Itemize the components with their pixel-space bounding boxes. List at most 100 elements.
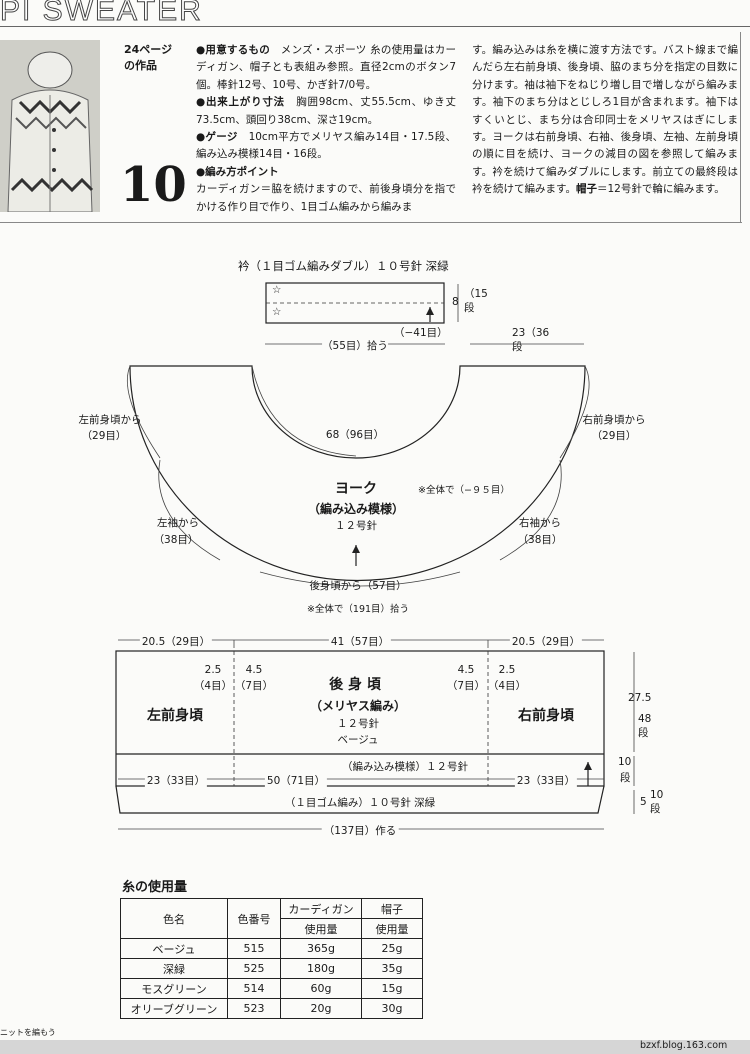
instructions-column-2: す。編み込みは糸を横に渡す方法です。バスト線まで編んだら左右前身頃、後身頃、脇の… [472, 42, 738, 199]
body-top-left: 20.5（29目） [139, 634, 213, 649]
gusset-left-outer-sts: （4目） [193, 680, 233, 692]
yarn-hat: 25g [361, 938, 423, 959]
collar-decrease: （−41目） [394, 327, 448, 339]
yarn-header-color: 色名 [120, 898, 228, 939]
back-color: ベージュ [337, 734, 379, 746]
fair-isle-band: （編み込み模様）１２号針 [342, 761, 468, 773]
yoke-left-front-sts: （29目） [81, 430, 127, 442]
yoke-total-decrease: ※全体で（−９５目） [418, 485, 510, 496]
body-top-mid: 41（57目） [328, 634, 392, 649]
back-stitch: （メリヤス編み） [309, 699, 407, 713]
yarn-number: 515 [227, 938, 281, 959]
yarn-color: 深緑 [120, 958, 228, 979]
yarn-cardigan: 60g [280, 978, 362, 999]
body-bottom-right: 23（33目） [514, 773, 578, 788]
gusset-left-inner: 4.5 [245, 664, 263, 676]
frame-bottom [0, 222, 742, 223]
yarn-header-usage: 使用量 [280, 918, 362, 939]
yarn-color: ベージュ [120, 938, 228, 959]
yoke-left-front: 左前身頃から [78, 414, 142, 426]
right-front-label: 右前身頃 [518, 708, 574, 724]
header-title: PI SWEATER [0, 0, 203, 28]
yoke-neck: 68（96目） [325, 429, 385, 441]
body-bottom-mid: 50（71目） [264, 773, 328, 788]
yoke-needle: １２号針 [335, 520, 377, 532]
instructions-column-1: ●用意するもの メンズ・スポーツ 糸の使用量はカーディガン、帽子とも表組み参照。… [196, 42, 456, 216]
height-main: 27.5 [628, 692, 652, 704]
yarn-number: 514 [227, 978, 281, 999]
back-needle: １２号針 [337, 718, 379, 730]
hat-text: ＝12号針で輪に編みます。 [596, 183, 725, 196]
yarn-table: 色名 色番号 カーディガン 帽子 使用量 使用量 ベージュ 515 365g 2… [120, 898, 423, 1019]
footer-book-title: ニットを編もう [0, 1028, 56, 1037]
star-mark-bottom: ☆ [272, 306, 282, 318]
yarn-header-number: 色番号 [227, 898, 281, 939]
yoke-back: 後身頃から（57目） [309, 580, 407, 592]
yoke-right-sleeve-sts: （38目） [517, 534, 563, 546]
yoke-title: ヨーク [335, 481, 377, 497]
yoke-total-pick: ※全体で（191目）拾う [306, 604, 410, 615]
footer-watermark: bzxf.blog.163.com [640, 1040, 728, 1051]
collar-pick: （55目）拾う [322, 338, 388, 353]
yarn-hat: 15g [361, 978, 423, 999]
gauge-head: ●ゲージ [196, 131, 238, 144]
yarn-cardigan: 20g [280, 998, 362, 1019]
sweater-photo [0, 40, 100, 212]
yarn-header-usage: 使用量 [361, 918, 423, 939]
size-head: ●出来上がり寸法 [196, 96, 285, 109]
rib-label: （１目ゴム編み）１０号針 深緑 [284, 797, 436, 809]
size-text: 胸囲98cm、丈55.5cm、ゆき丈73.5cm、頭回り38cm、深さ19cm。 [196, 96, 456, 126]
table-row: 深緑 525 180g 35g [120, 958, 423, 979]
table-row: オリーブグリーン 523 20g 30g [120, 998, 423, 1019]
points-head: ●編み方ポイント [196, 165, 279, 178]
points-text: カーディガン＝脇を続けますので、前後身頃分を指でかける作り目で作り、1目ゴム編み… [196, 183, 456, 213]
left-front-label: 左前身頃 [147, 708, 203, 724]
yarn-color: モスグリーン [120, 978, 228, 999]
collar-side-rows: 23（36 段 [512, 327, 550, 353]
yoke-right-sleeve: 右袖から [519, 517, 561, 529]
collar-height: 8 [452, 296, 459, 308]
footer-bar [0, 1040, 750, 1054]
star-mark-top: ☆ [272, 284, 282, 296]
yarn-table-title: 糸の使用量 [122, 880, 188, 895]
model-number: 10 [120, 157, 187, 213]
yoke-left-sleeve-sts: （38目） [153, 534, 199, 546]
materials-head: ●用意するもの [196, 44, 271, 56]
header-divider [0, 26, 750, 27]
gusset-right-inner: 4.5 [457, 664, 475, 676]
height-main-rows: 48 段 [638, 713, 652, 739]
collar-rows: （15 段 [464, 288, 488, 314]
height-band: 10 [618, 756, 632, 768]
yarn-number: 523 [227, 998, 281, 1019]
points-text-cont: す。編み込みは糸を横に渡す方法です。バスト線まで編んだら左右前身頃、後身頃、脇の… [472, 44, 738, 196]
cast-on-label: （137目）作る [321, 823, 399, 838]
gusset-right-outer-sts: （4目） [487, 680, 527, 692]
height-rib-rows: 10 段 [650, 789, 664, 815]
back-label: 後 身 頃 [329, 677, 381, 693]
hat-head: 帽子 [575, 183, 597, 196]
gusset-right-outer: 2.5 [498, 664, 516, 676]
frame-right [740, 32, 741, 222]
yarn-number: 525 [227, 958, 281, 979]
gusset-left-outer: 2.5 [204, 664, 222, 676]
yarn-cardigan: 365g [280, 938, 362, 959]
gusset-left-inner-sts: （7目） [234, 680, 274, 692]
yoke-right-front-sts: （29目） [591, 430, 637, 442]
yarn-header-hat: 帽子 [361, 898, 423, 919]
yoke-left-sleeve: 左袖から [157, 517, 199, 529]
collar-title: 衿（１目ゴム編みダブル）１０号針 深緑 [238, 259, 449, 273]
yarn-hat: 30g [361, 998, 423, 1019]
yarn-hat: 35g [361, 958, 423, 979]
yarn-cardigan: 180g [280, 958, 362, 979]
yarn-color: オリーブグリーン [120, 998, 228, 1019]
yarn-header-cardigan: カーディガン [280, 898, 362, 919]
yoke-pattern: （編み込み模様） [307, 502, 405, 516]
body-bottom-left: 23（33目） [144, 773, 208, 788]
height-band-rows: 段 [620, 772, 631, 784]
height-rib: 5 [640, 796, 647, 808]
page-reference: 24ページ の作品 [124, 43, 173, 72]
gauge-text: 10cm平方でメリヤス編み14目・17.5段、編み込み模様14目・16段。 [196, 131, 457, 161]
table-row: ベージュ 515 365g 25g [120, 938, 423, 959]
gusset-right-inner-sts: （7目） [446, 680, 486, 692]
table-row: モスグリーン 514 60g 15g [120, 978, 423, 999]
